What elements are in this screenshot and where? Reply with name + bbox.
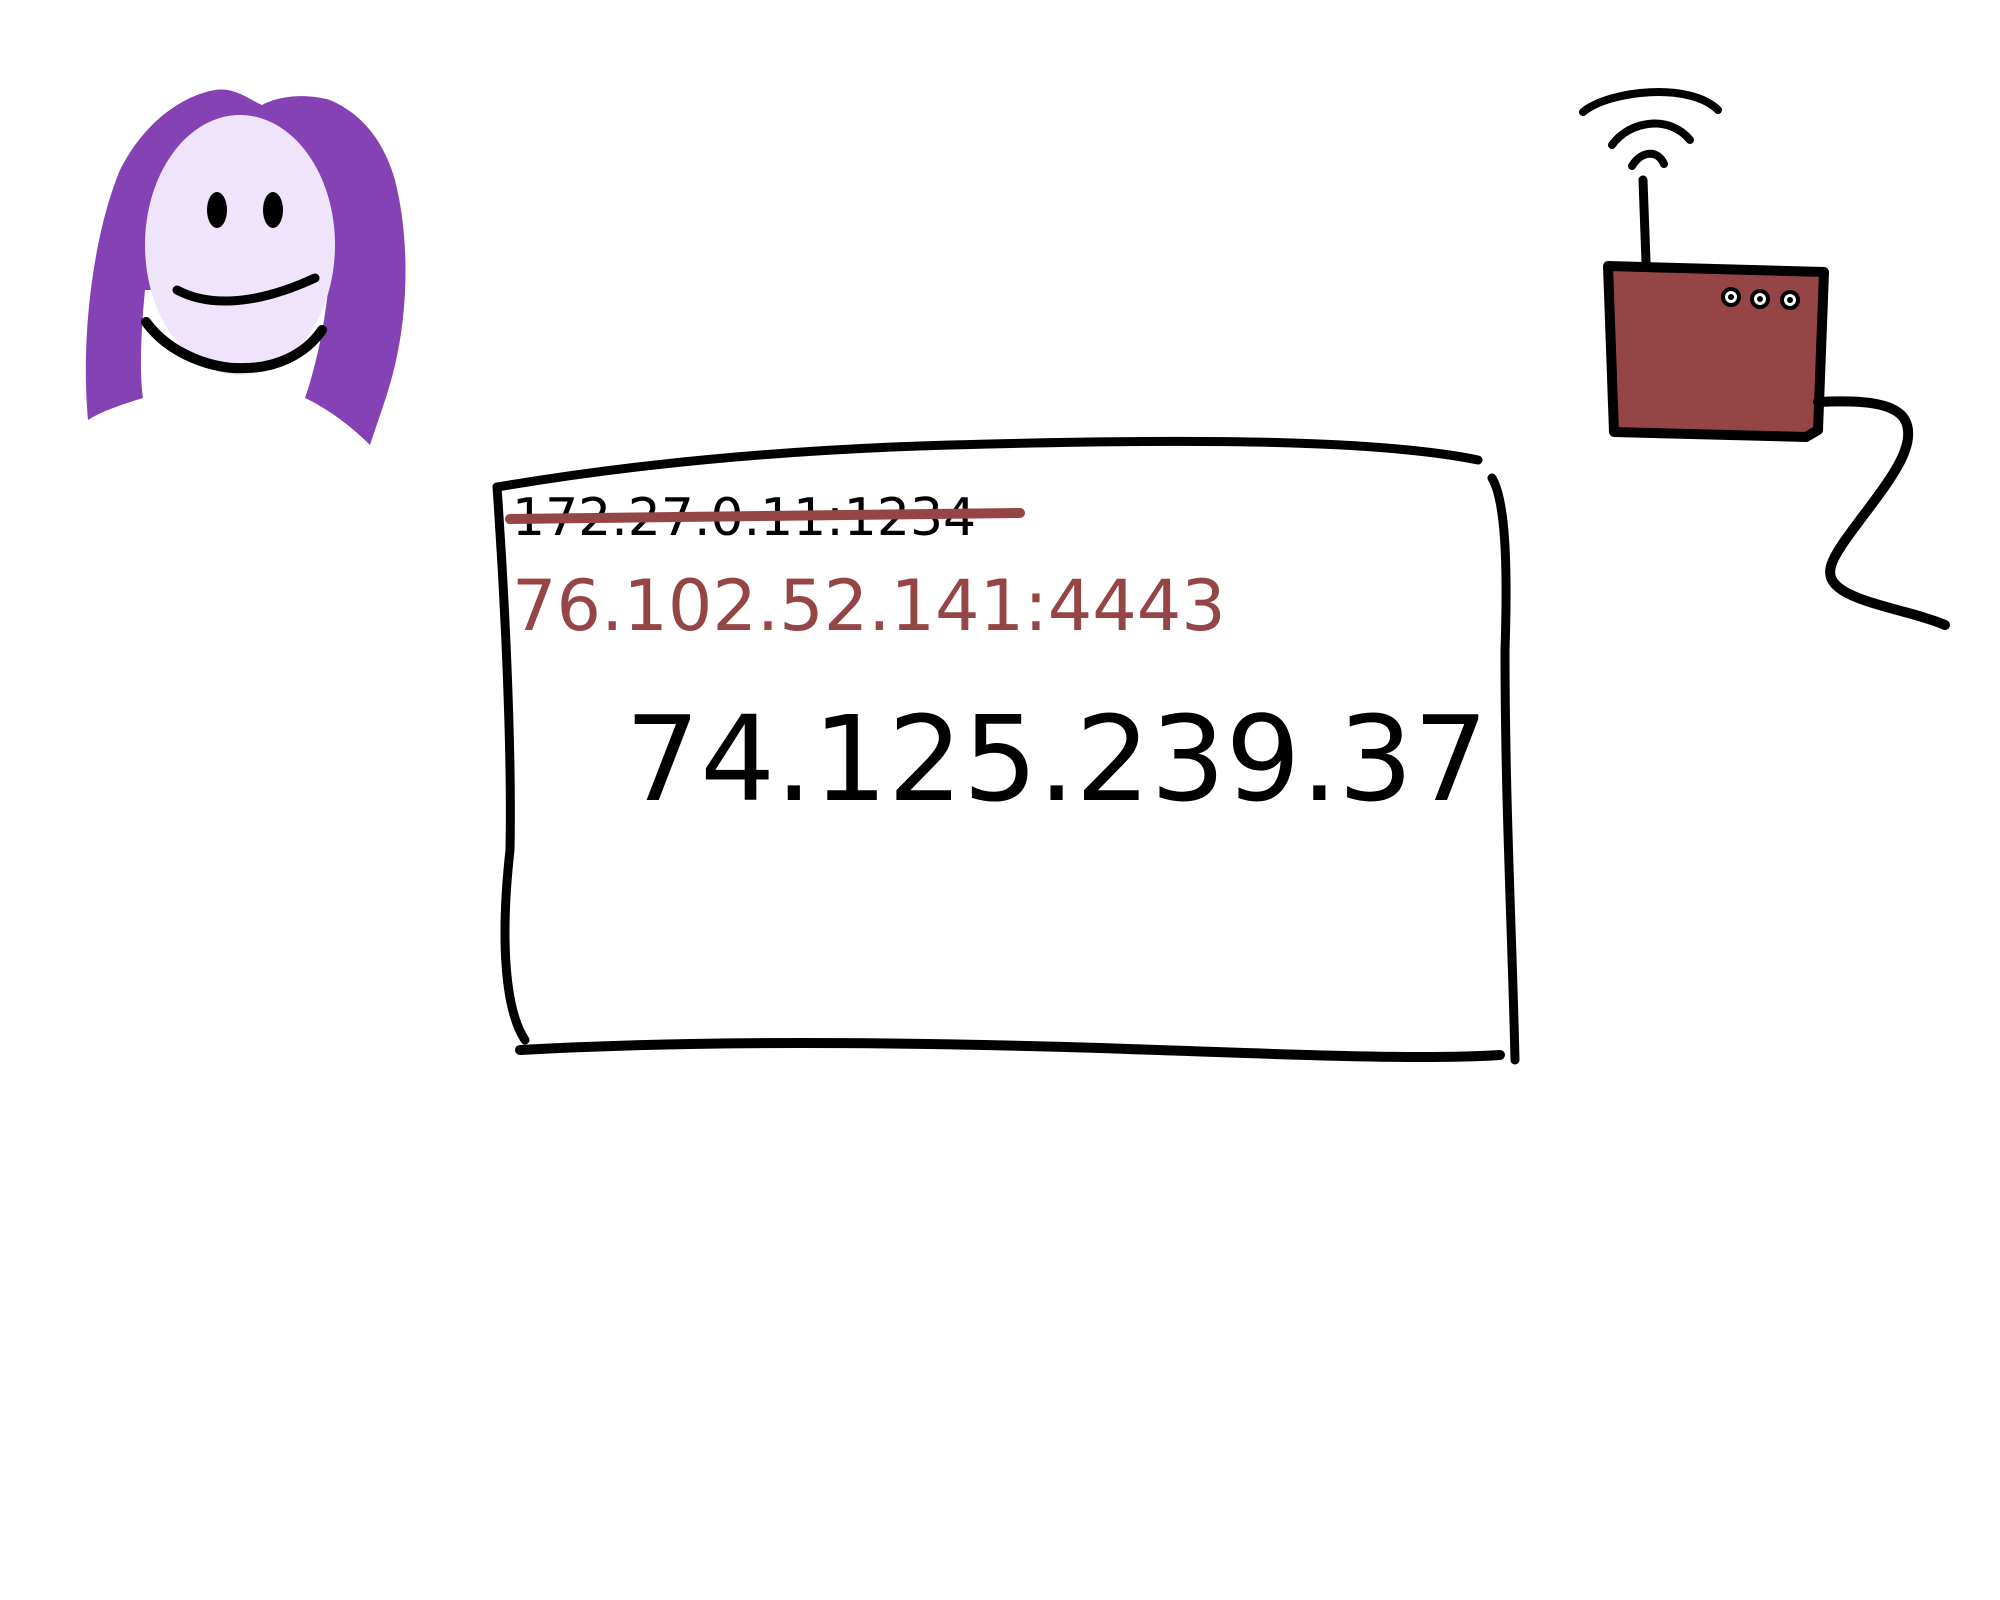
person-left-eye	[207, 192, 227, 228]
person-face	[145, 115, 335, 375]
strikethrough-line	[505, 508, 1025, 524]
router-icon	[1579, 88, 1950, 630]
router-antenna	[1638, 175, 1651, 267]
destination-address: 74.125.239.37	[625, 690, 1488, 828]
wifi-signal-icon	[1579, 88, 1722, 170]
router-body	[1603, 261, 1829, 442]
packet-box	[492, 436, 1520, 1065]
person-right-eye	[263, 192, 283, 228]
person-smile	[172, 273, 320, 306]
person-collar	[141, 317, 327, 374]
router-cable	[1813, 396, 1950, 630]
person-icon	[85, 89, 406, 445]
rewritten-address: 76.102.52.141:4443	[512, 565, 1226, 647]
